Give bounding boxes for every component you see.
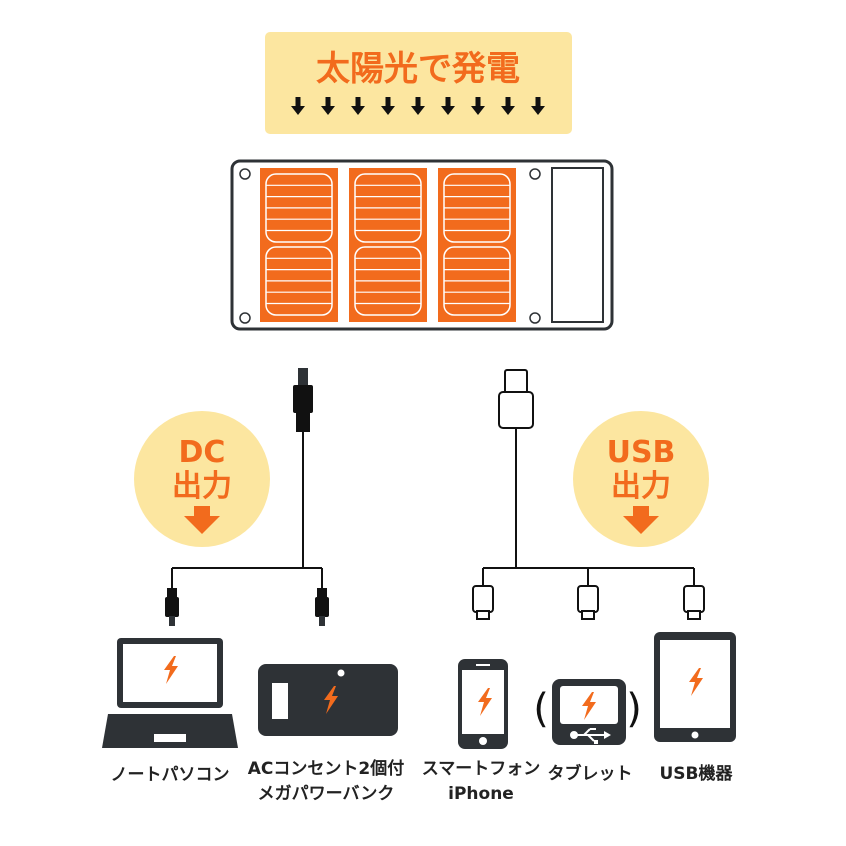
dc-output-badge: DC 出力 xyxy=(134,411,270,547)
dc-badge-arrow-icon xyxy=(184,506,220,534)
solar-cells xyxy=(260,168,516,322)
sunlight-arrows xyxy=(291,97,545,115)
dc-plug-top xyxy=(293,368,313,432)
header-banner: 太陽光で発電 xyxy=(265,32,572,134)
usb-symbol-icon xyxy=(570,728,611,744)
usb-badge-line2: 出力 xyxy=(611,469,671,504)
usb-badge-line1: USB xyxy=(607,435,676,470)
usb-output-badge: USB 出力 xyxy=(573,411,709,547)
usb-plug-phone xyxy=(472,585,494,620)
laptop-icon xyxy=(102,638,238,748)
header-title: 太陽光で発電 xyxy=(316,49,520,89)
smartphone-icon xyxy=(458,659,508,749)
powerbank-icon xyxy=(258,664,398,736)
dc-badge-line2: 出力 xyxy=(172,469,232,504)
powerbank-label-line2: メガパワーバンク xyxy=(258,784,395,804)
laptop-label: ノートパソコン xyxy=(111,765,230,785)
solar-panel xyxy=(230,159,614,331)
tablet-small-icon: ( ) xyxy=(533,679,642,745)
panel-pocket xyxy=(551,167,604,323)
dc-cable xyxy=(171,430,323,588)
usb-cable xyxy=(482,428,695,586)
usb-plug-top xyxy=(498,369,534,429)
usb-plug-tablet xyxy=(577,585,599,620)
usb-badge-arrow-icon xyxy=(623,506,659,534)
powerbank-label-line1: ACコンセント2個付 xyxy=(248,758,404,779)
dc-plug-powerbank xyxy=(315,588,329,626)
usb-device-label: USB機器 xyxy=(659,763,733,784)
phone-label-line1: スマートフォン xyxy=(422,759,541,779)
svg-text:(: ( xyxy=(533,686,549,732)
svg-text:): ) xyxy=(626,686,642,732)
phone-label-line2: iPhone xyxy=(448,784,514,804)
tablet-large-icon xyxy=(654,632,736,742)
dc-plug-laptop xyxy=(165,588,179,626)
dc-badge-line1: DC xyxy=(179,435,226,470)
usb-plug-device xyxy=(683,585,705,620)
tablet-label: タブレット xyxy=(548,763,633,784)
